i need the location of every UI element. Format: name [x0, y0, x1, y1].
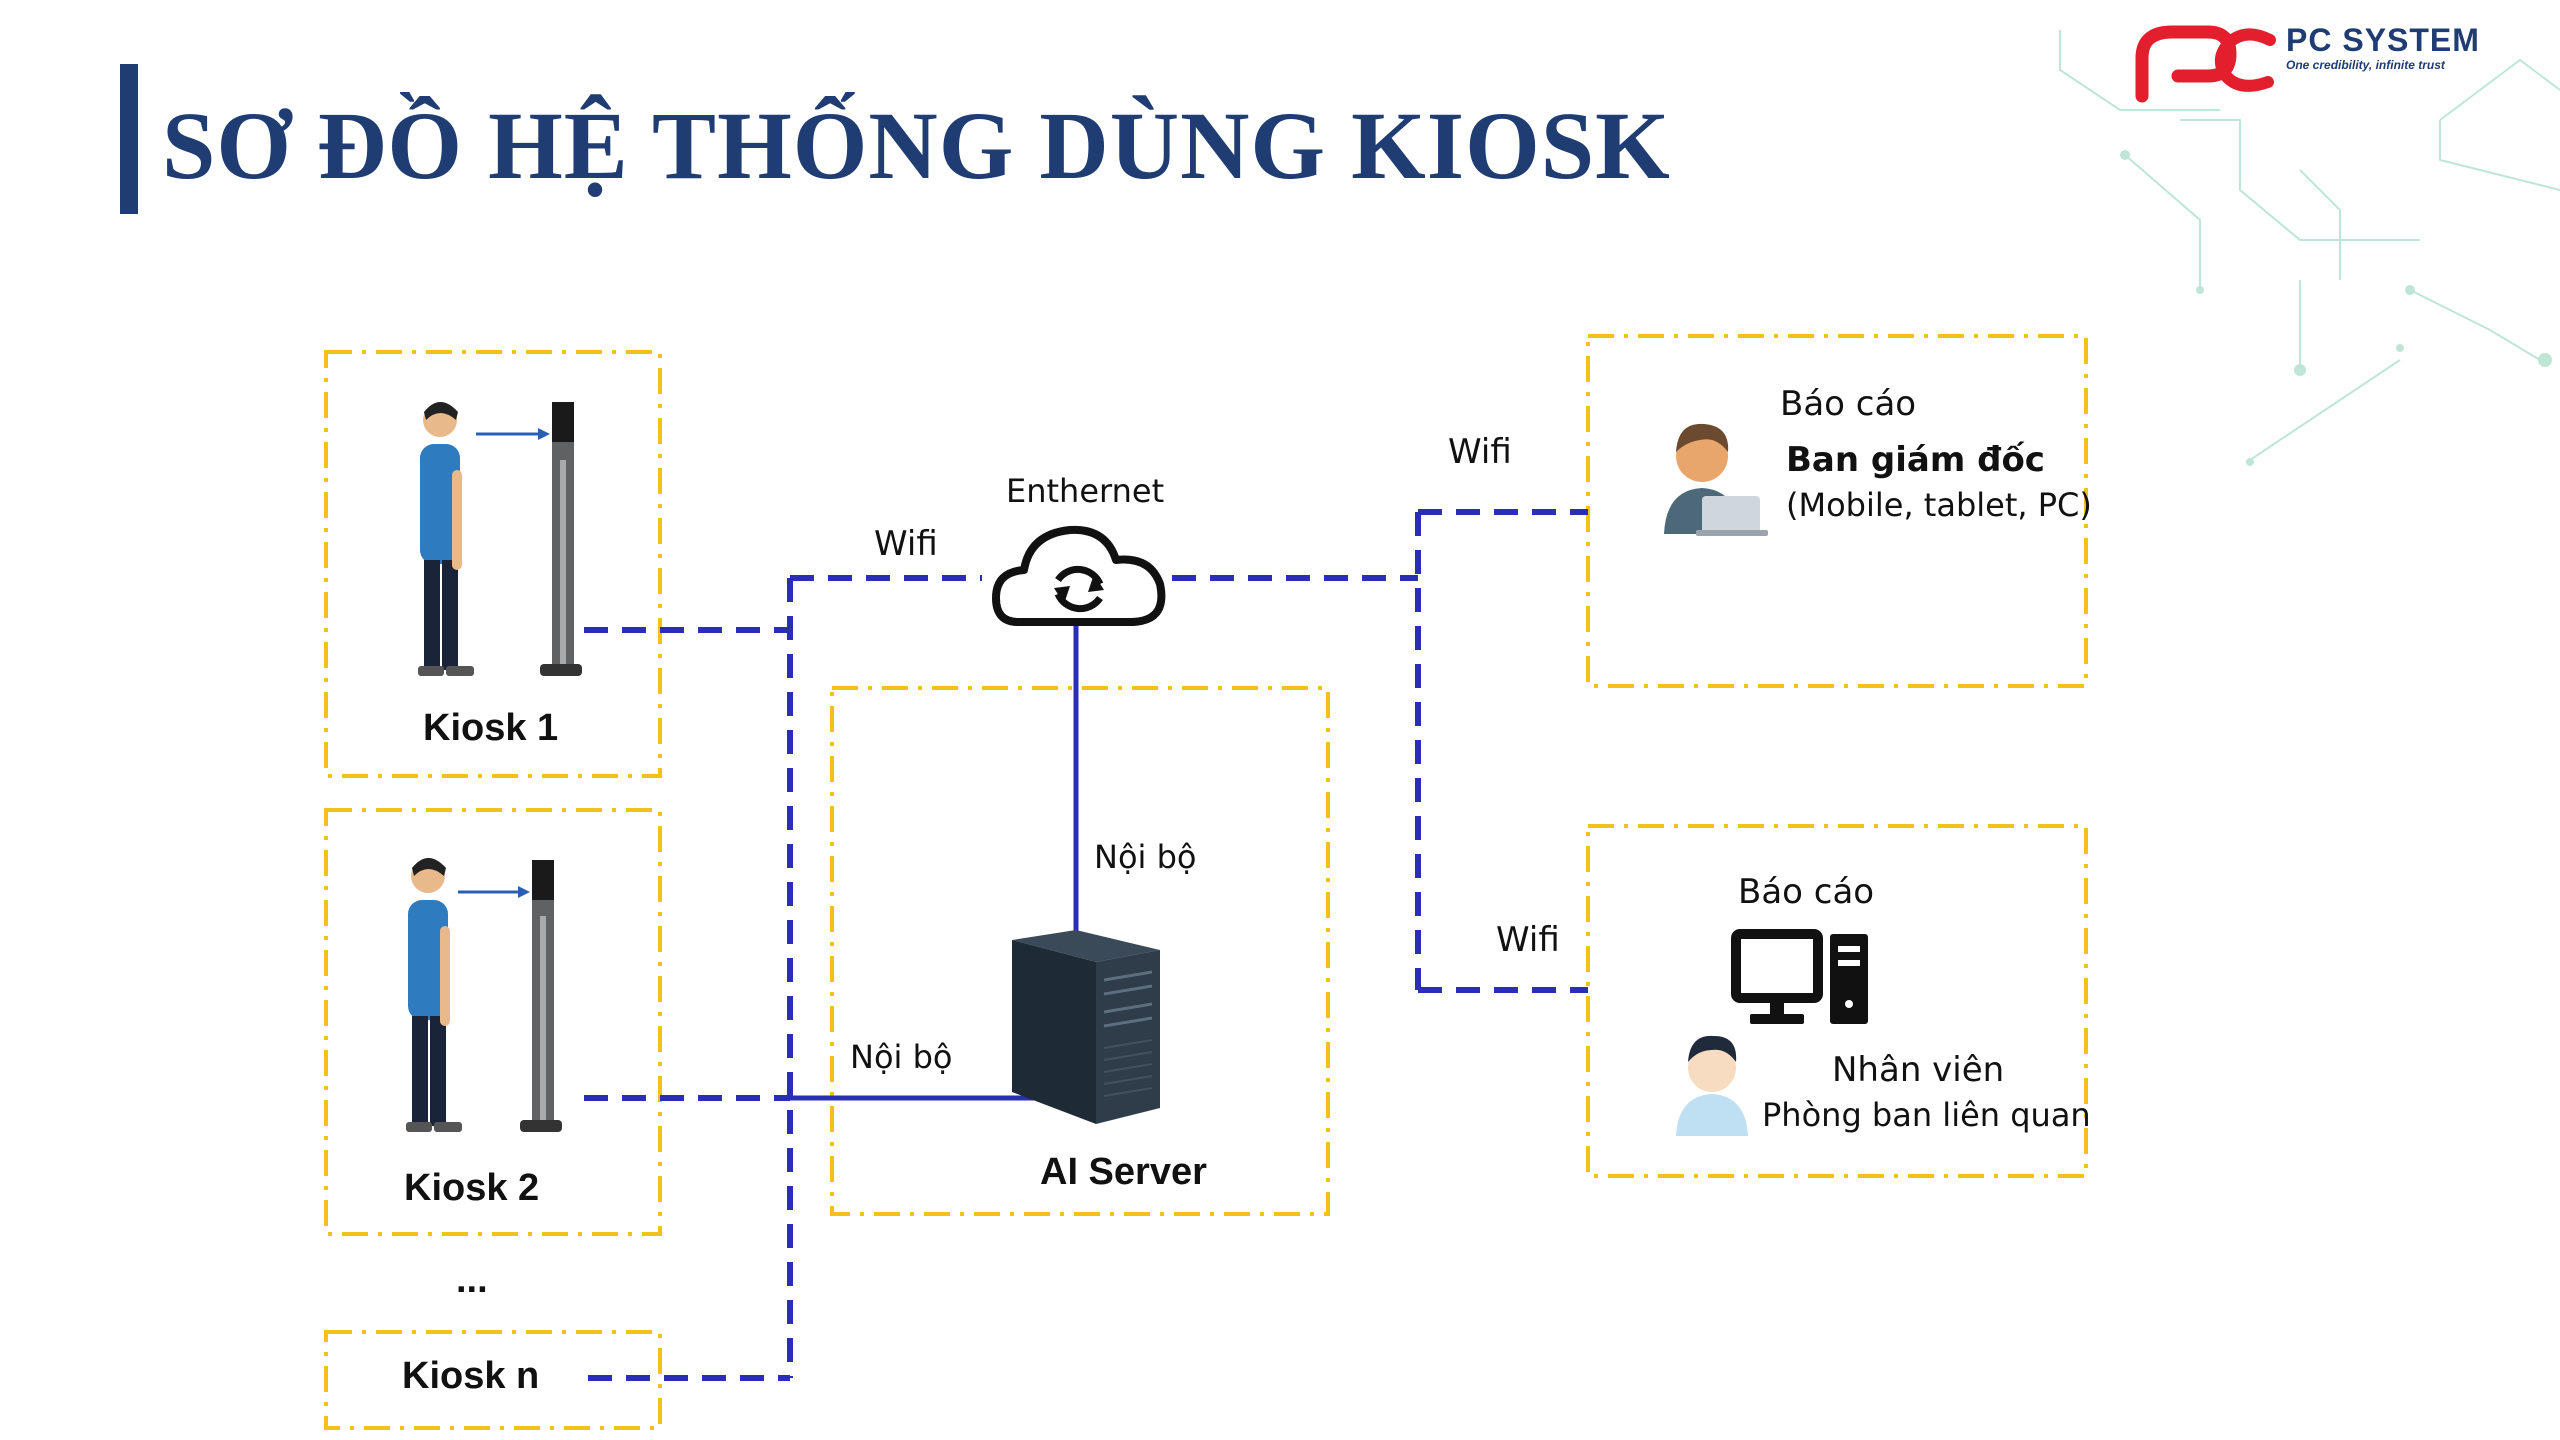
internal-cloud-label: Nội bộ — [1094, 838, 1197, 876]
internal-kiosk2-label: Nội bộ — [850, 1038, 953, 1076]
staff-title: Nhân viên — [1832, 1050, 2005, 1090]
staff-caption: Báo cáo — [1738, 872, 1875, 912]
kiosk-2-box — [324, 808, 662, 1236]
kiosk-2-figure — [406, 858, 562, 1132]
staff-box — [1586, 824, 2088, 1178]
directors-caption: Báo cáo — [1780, 384, 1917, 424]
computer-icon — [1731, 929, 1868, 1024]
wifi-directors-label: Wifi — [1448, 432, 1512, 472]
kiosk-2-label: Kiosk 2 — [404, 1167, 540, 1209]
kiosk-1-box — [324, 350, 662, 778]
wifi-kiosks-label: Wifi — [874, 524, 938, 564]
kiosk-n-box — [324, 1330, 662, 1430]
staff-department: Phòng ban liên quan — [1762, 1096, 2091, 1134]
kiosk-ellipsis: ... — [456, 1259, 488, 1301]
cloud-label: Enthernet — [1006, 472, 1165, 510]
ai-server-box — [830, 686, 1330, 1216]
kiosk-1-label: Kiosk 1 — [423, 707, 559, 749]
brand-tagline: One credibility, infinite trust — [2286, 58, 2445, 72]
brand-name: PC SYSTEM — [2286, 22, 2480, 58]
page-title: SƠ ĐỒ HỆ THỐNG DÙNG KIOSK — [162, 92, 1671, 199]
cloud-icon — [992, 525, 1166, 626]
directors-devices: (Mobile, tablet, PC) — [1786, 486, 2092, 524]
staff-avatar — [1676, 1035, 1748, 1136]
kiosk-n-label: Kiosk n — [402, 1355, 540, 1397]
kiosk-1-figure — [418, 402, 582, 676]
pc-system-logo — [2135, 25, 2276, 103]
title-accent-bar — [120, 64, 138, 214]
directors-title: Ban giám đốc — [1786, 440, 2045, 480]
wifi-staff-label: Wifi — [1496, 920, 1560, 960]
ai-server-label: AI Server — [1040, 1151, 1207, 1193]
server-icon — [1012, 930, 1160, 1124]
director-avatar — [1664, 423, 1768, 536]
